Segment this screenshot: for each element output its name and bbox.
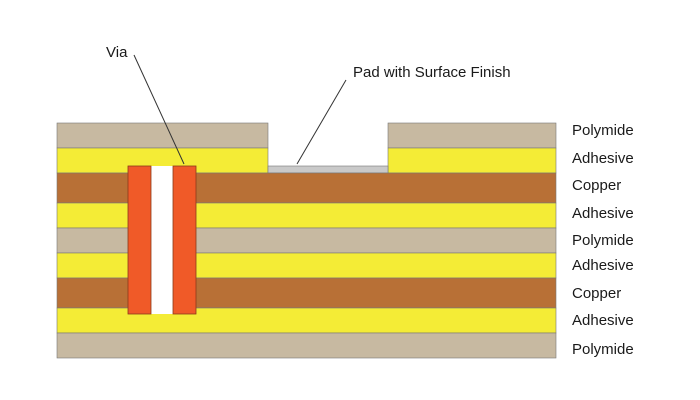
layer-label: Adhesive <box>572 257 634 274</box>
layer-label: Adhesive <box>572 312 634 329</box>
via-hole <box>151 166 173 314</box>
layer-polymide-bottom <box>56 332 557 359</box>
via <box>127 165 197 315</box>
layer-label: Polymide <box>572 341 634 358</box>
via-plating-right <box>172 165 197 315</box>
via-plating-left <box>127 165 152 315</box>
pad-leader-line <box>296 79 347 165</box>
layer-label: Copper <box>572 177 621 194</box>
layer-label: Copper <box>572 285 621 302</box>
layer-label: Adhesive <box>572 205 634 222</box>
pad-callout-label: Pad with Surface Finish <box>353 64 511 81</box>
via-leader-line <box>133 54 185 165</box>
via-callout-label: Via <box>106 44 128 61</box>
layer-label: Adhesive <box>572 150 634 167</box>
pad-surface-finish <box>267 165 389 174</box>
layer-polymide-top <box>56 122 557 149</box>
layer-label: Polymide <box>572 122 634 139</box>
layer-adhesive-1 <box>56 147 557 174</box>
layer-label: Polymide <box>572 232 634 249</box>
